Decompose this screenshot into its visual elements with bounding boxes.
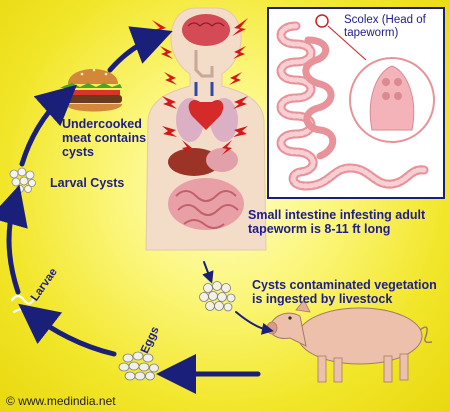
footer-credit: © www.medindia.net bbox=[6, 394, 116, 408]
tapeworm-inset bbox=[267, 7, 445, 199]
intestine-label-line1: Small intestine infesting adult bbox=[248, 208, 426, 222]
scolex-label-line2: tapeworm) bbox=[344, 27, 399, 39]
arrow-eggs-to-larvae bbox=[18, 303, 117, 357]
arrow-human-to-vegetation bbox=[202, 261, 214, 284]
intestine-label-line2: tapeworm is 8-11 ft long bbox=[248, 222, 391, 236]
eggs-illustration bbox=[118, 351, 159, 381]
meat-label-line2: meat contains bbox=[62, 131, 147, 145]
intestine-label: Small intestine infesting adult tapeworm… bbox=[248, 208, 425, 236]
intestines bbox=[168, 178, 244, 230]
arrow-cysts-to-burger bbox=[19, 84, 77, 167]
scolex-label: Scolex (Head of tapeworm) bbox=[344, 14, 426, 40]
vegetation-label-line1: Cysts contaminated vegetation bbox=[252, 278, 437, 292]
vegetation-label: Cysts contaminated vegetation is ingeste… bbox=[252, 278, 437, 306]
scolex-marker bbox=[315, 14, 329, 28]
arrow-vegetation-to-pig bbox=[235, 311, 274, 335]
pig-illustration bbox=[266, 299, 433, 383]
heart bbox=[188, 99, 224, 130]
arrow-larvae-to-cysts bbox=[0, 184, 28, 295]
scolex-label-line1: Scolex (Head of bbox=[344, 14, 426, 26]
cycle-arrows bbox=[0, 26, 274, 394]
stomach bbox=[206, 148, 238, 172]
site-link[interactable]: www.medindia.net bbox=[18, 394, 116, 408]
burger-illustration bbox=[60, 68, 122, 112]
larval-cysts-illustration bbox=[9, 167, 36, 193]
liver bbox=[168, 148, 220, 176]
larval-cysts-label: Larval Cysts bbox=[50, 176, 125, 190]
copyright-symbol: © bbox=[6, 394, 15, 408]
brain bbox=[182, 14, 230, 46]
meat-label-line1: Undercooked bbox=[62, 117, 142, 131]
undercooked-meat-label: Undercooked meat contains cysts bbox=[62, 117, 146, 159]
human-body bbox=[145, 7, 267, 251]
vegetation-cysts-illustration bbox=[199, 281, 236, 312]
vegetation-label-line2: is ingested by livestock bbox=[252, 292, 393, 306]
arrow-burger-to-human bbox=[107, 26, 173, 73]
meat-label-line3: cysts bbox=[62, 145, 94, 159]
